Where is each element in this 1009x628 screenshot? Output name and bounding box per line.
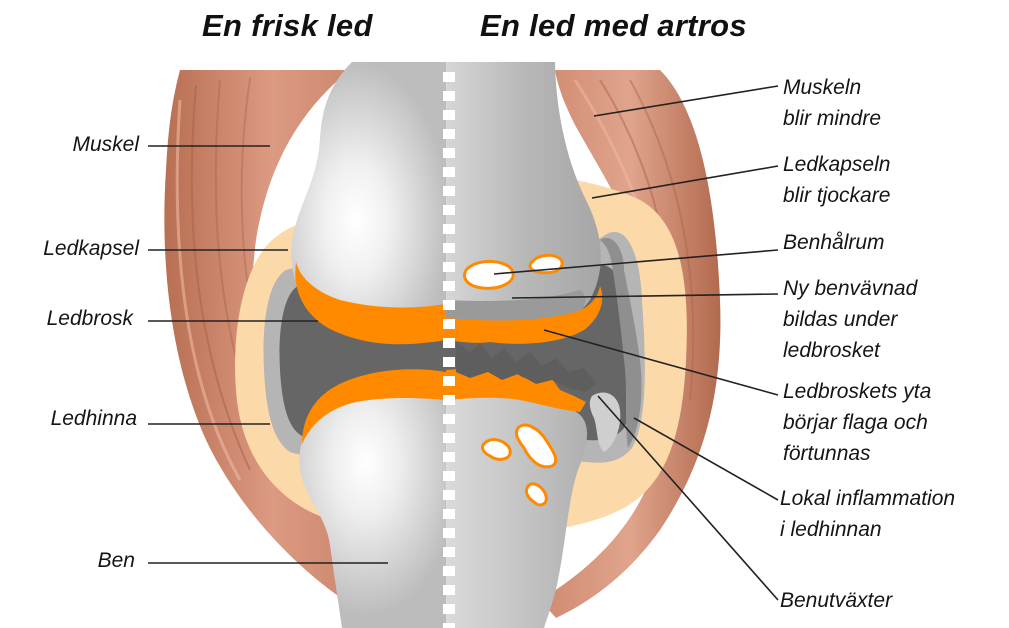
- label-ledbrosk: Ledbrosk: [47, 303, 133, 334]
- label-ledbroskets-yta: Ledbroskets yta börjar flaga och förtunn…: [783, 376, 931, 469]
- label-muskeln-blir-mindre: Muskeln blir mindre: [783, 72, 881, 134]
- label-muskel: Muskel: [72, 129, 139, 160]
- label-ledkapsel: Ledkapsel: [43, 233, 139, 264]
- label-benhalrum: Benhålrum: [783, 227, 885, 258]
- label-ben: Ben: [98, 545, 135, 576]
- label-lokal-inflammation: Lokal inflammation i ledhinnan: [780, 483, 955, 545]
- title-arthritis-joint: En led med artros: [480, 8, 747, 44]
- label-ledhinna: Ledhinna: [51, 403, 137, 434]
- label-ledkapseln-blir-tjockare: Ledkapseln blir tjockare: [783, 149, 890, 211]
- title-healthy-joint: En frisk led: [202, 8, 373, 44]
- label-benutvaxter: Benutväxter: [780, 585, 892, 616]
- label-ny-benvavnad: Ny benvävnad bildas under ledbrosket: [783, 273, 917, 366]
